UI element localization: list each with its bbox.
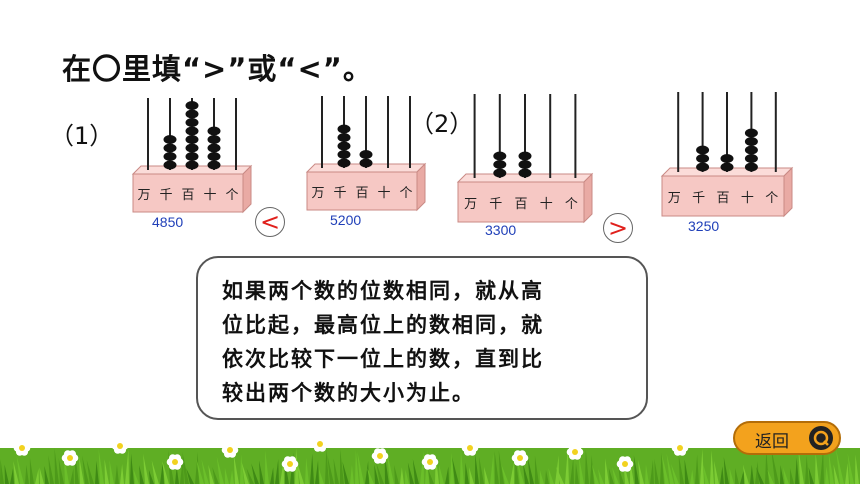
abacus-bead (696, 162, 710, 172)
abacus-bead (359, 150, 373, 159)
abacus-bead (337, 150, 351, 159)
place-label: 十 (377, 186, 390, 201)
abacus-bead (207, 152, 221, 161)
page-title: 在〇里填“>”或“<”。 (62, 52, 373, 86)
abacus-bead (744, 145, 758, 155)
abacus-bead (185, 135, 199, 144)
abacus-5200: 万千百十个 (305, 96, 427, 212)
place-label: 个 (565, 197, 578, 212)
place-label: 十 (540, 197, 553, 212)
back-button[interactable]: 返回 (733, 421, 841, 455)
abacus-bead (720, 162, 734, 172)
place-label: 万 (137, 188, 150, 203)
abacus-bead (518, 151, 532, 161)
number-4850: 4850 (152, 214, 184, 230)
number-3300: 3300 (485, 222, 517, 238)
abacus-bead (207, 143, 221, 153)
abacus-4850: 万千百十个 (131, 98, 253, 214)
abacus-bead (720, 154, 734, 163)
abacus-bead (518, 160, 532, 169)
note-line-3: 依次比较下一位上的数，直到比 (222, 347, 544, 371)
abacus-bead (207, 126, 221, 136)
abacus-bead (696, 154, 710, 163)
abacus-bead (185, 160, 199, 170)
abacus-bead (185, 118, 199, 127)
number-5200: 5200 (330, 212, 362, 228)
abacus-bead (185, 101, 199, 110)
abacus-bead (163, 135, 177, 144)
back-button-label: 返回 (755, 432, 789, 452)
abacus-bead (696, 145, 710, 155)
place-label: 百 (514, 197, 527, 212)
place-label: 百 (355, 186, 368, 201)
abacus-bead (185, 126, 199, 136)
note-line-1: 如果两个数的位数相同，就从高 (222, 279, 544, 303)
note-line-4: 较出两个数的大小为止。 (222, 381, 475, 405)
abacus-bead (337, 133, 351, 142)
place-label: 百 (716, 191, 729, 206)
place-label: 千 (489, 197, 502, 212)
abacus-bead (185, 143, 199, 153)
abacus-bead (744, 154, 758, 163)
compare-circle-1[interactable]: < (255, 207, 285, 237)
abacus-bead (744, 128, 758, 138)
place-label: 十 (741, 191, 754, 206)
abacus-bead (337, 124, 351, 134)
place-label: 个 (765, 191, 778, 206)
abacus-bead (163, 143, 177, 153)
abacus-bead (337, 141, 351, 151)
note-line-2: 位比起，最高位上的数相同，就 (222, 313, 544, 337)
abacus-bead (493, 151, 507, 161)
abacus-bead (493, 168, 507, 178)
place-label: 万 (311, 186, 324, 201)
abacus-bead (744, 137, 758, 146)
abacus-bead (493, 160, 507, 169)
abacus-3250: 万千百十个 (660, 92, 794, 218)
place-label: 万 (668, 191, 681, 206)
abacus-bead (207, 160, 221, 170)
abacus-bead (359, 158, 373, 168)
problem-1-label: （1） (50, 122, 114, 150)
place-label: 个 (225, 188, 238, 203)
place-label: 万 (464, 197, 477, 212)
abacus-bead (518, 168, 532, 178)
place-label: 千 (692, 191, 705, 206)
rule-note-box: 如果两个数的位数相同，就从高 位比起，最高位上的数相同，就 依次比较下一位上的数… (196, 256, 648, 420)
grass-decoration (0, 436, 860, 484)
return-icon (809, 426, 833, 450)
place-label: 千 (159, 188, 172, 203)
problem-2-label: （2） (410, 110, 474, 138)
abacus-3300: 万千百十个 (456, 94, 594, 224)
abacus-bead (185, 152, 199, 161)
place-label: 十 (203, 188, 216, 203)
abacus-bead (163, 152, 177, 161)
compare-circle-2[interactable]: > (603, 213, 633, 243)
place-label: 百 (181, 188, 194, 203)
abacus-bead (163, 160, 177, 170)
abacus-bead (337, 158, 351, 168)
number-3250: 3250 (688, 218, 720, 234)
abacus-bead (185, 109, 199, 119)
abacus-bead (744, 162, 758, 172)
place-label: 千 (333, 186, 346, 201)
abacus-bead (207, 135, 221, 144)
place-label: 个 (399, 186, 412, 201)
